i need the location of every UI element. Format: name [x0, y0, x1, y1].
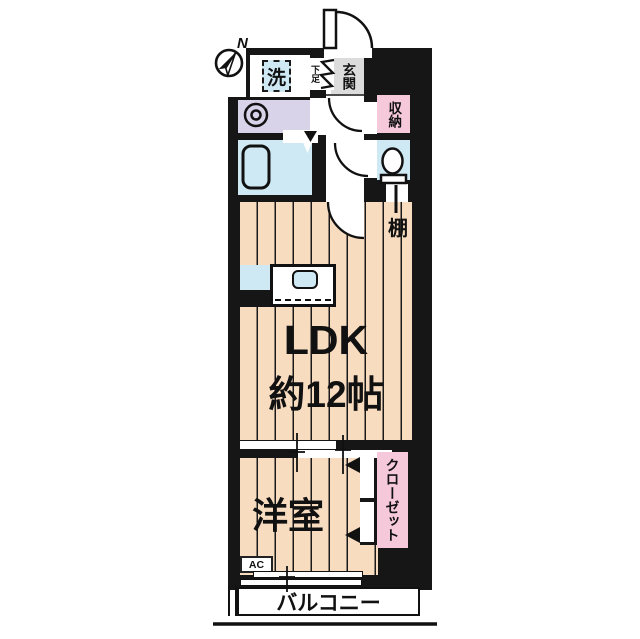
shoe-cabinet-label: 下足 — [310, 65, 320, 83]
closet-door-arrow-icons — [345, 457, 360, 543]
sliding-partition-panel-1 — [240, 441, 336, 449]
bath-door-icon — [283, 130, 318, 153]
closet-label: クローゼット — [384, 458, 401, 542]
kitchen-sink — [292, 270, 318, 289]
kitchen-counter-dashed-edge — [275, 299, 331, 301]
washing-machine-box: 洗 — [262, 60, 291, 92]
kitchen-counter — [270, 264, 336, 307]
kitchen-counter-side — [240, 265, 270, 290]
western-room-label: 洋室 — [251, 494, 324, 536]
storage-room: 収納 — [377, 95, 410, 133]
balcony-window-bar-1 — [253, 571, 363, 578]
bathtub-icon — [241, 144, 271, 190]
compass-icon: N — [214, 35, 249, 78]
toilet-icon — [379, 147, 408, 185]
vanity-door-opening — [310, 98, 326, 135]
balcony-label: バルコニー — [276, 591, 381, 615]
shelf-label: 棚 — [388, 217, 408, 240]
ldk-size-label: 約12帖 — [268, 374, 384, 415]
washbasin-icon — [243, 102, 269, 128]
ldk-room — [240, 202, 412, 440]
western-room-extension — [358, 545, 378, 575]
ldk-label-block: LDK 約12帖 — [240, 315, 412, 420]
hall-door-arc-icon — [327, 97, 363, 133]
entrance-door-icon — [322, 8, 374, 50]
balcony-window-handle-icon — [279, 566, 295, 592]
storage-label: 収納 — [386, 100, 402, 128]
bathroom — [238, 140, 312, 195]
ldk-label: LDK — [283, 317, 369, 363]
closet: クローゼット — [377, 452, 408, 548]
shoe-cabinet: 下足 — [306, 58, 323, 90]
balcony-window-bar-2 — [240, 579, 362, 586]
north-label: N — [237, 35, 249, 52]
toilet-door-arc-icon — [333, 142, 369, 178]
shoe-cabinet-icon — [318, 58, 336, 90]
partition-handle-icons — [289, 433, 351, 474]
closet-door-panel-2 — [360, 502, 374, 542]
laundry-label: 洗 — [266, 67, 286, 89]
ac-label: AC — [248, 558, 265, 571]
entrance-label: 玄関 — [340, 62, 356, 90]
ldk-door-arc-icon — [326, 201, 365, 240]
western-room — [240, 458, 360, 575]
genkan-area: 玄関 — [331, 58, 364, 94]
balcony-partition-lines — [228, 586, 237, 616]
storage-door — [363, 102, 377, 134]
kitchen-base-wall — [240, 290, 270, 307]
sliding-partition-panel-2 — [298, 450, 392, 458]
entrance-opening — [324, 48, 372, 58]
shelf-label-wrap: 棚 — [385, 213, 411, 240]
western-room-label-wrap: 洋室 — [240, 490, 360, 536]
closet-door-panel-1 — [360, 456, 374, 498]
balcony: バルコニー — [237, 587, 420, 616]
